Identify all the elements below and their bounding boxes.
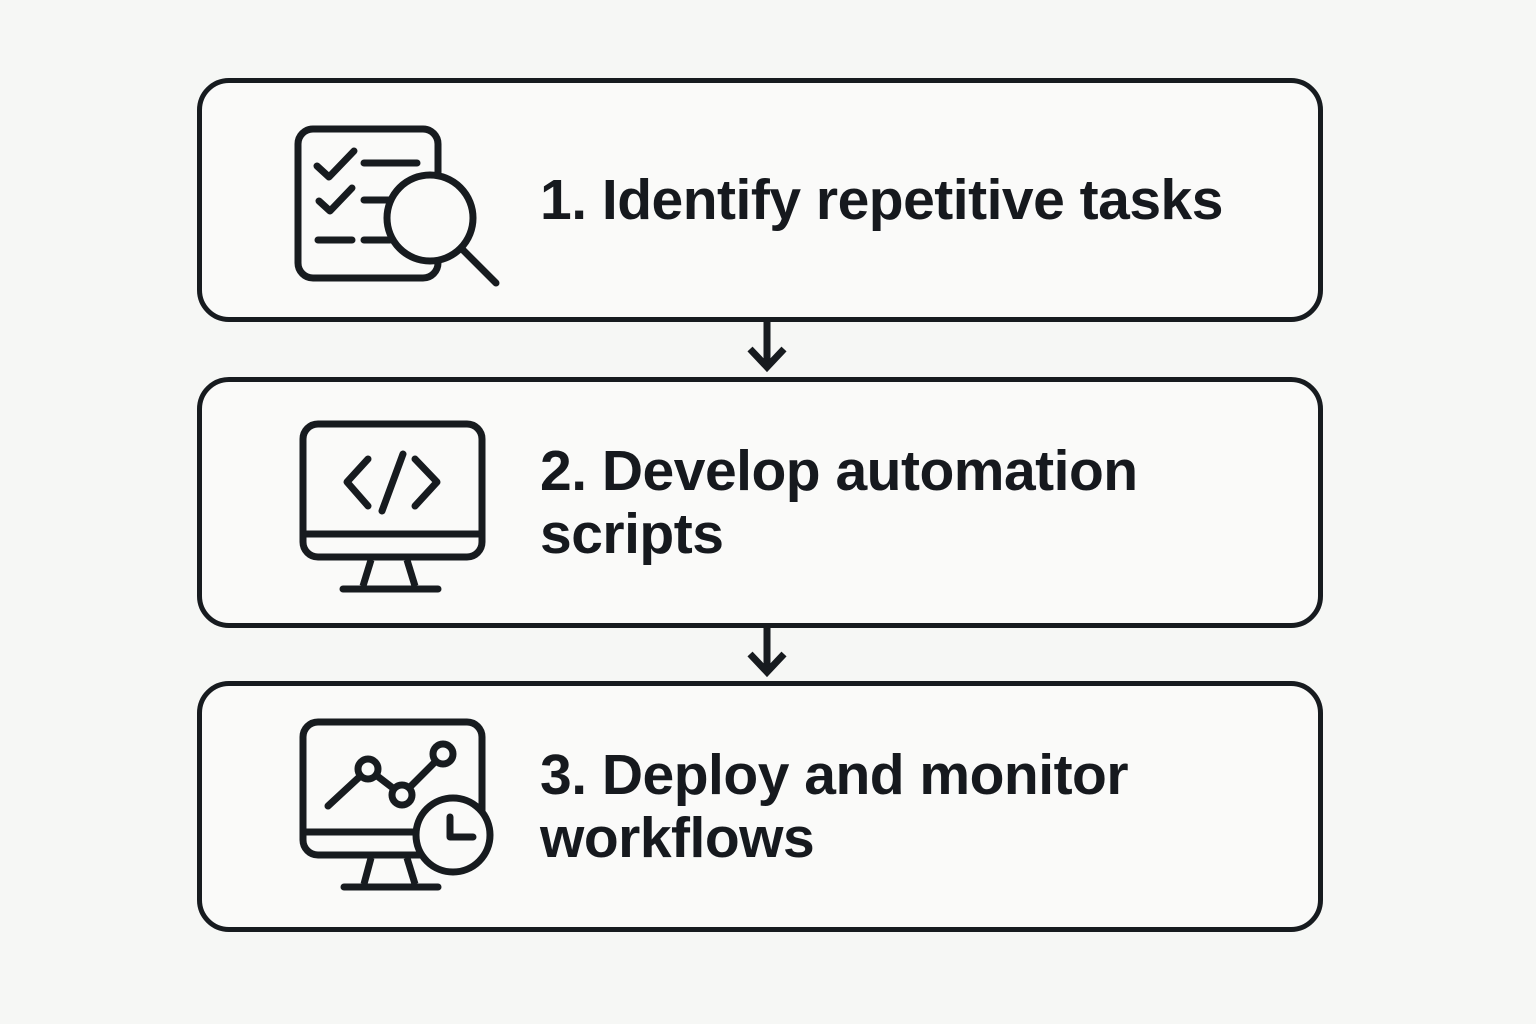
step-label-line: 2. Develop automation bbox=[540, 438, 1138, 503]
step-label-line: scripts bbox=[540, 501, 724, 566]
step-box-develop-scripts: 2. Develop automation scripts bbox=[197, 377, 1323, 628]
step-label-3: 3. Deploy and monitor workflows bbox=[540, 686, 1288, 927]
flow-arrow-down-2 bbox=[747, 626, 787, 678]
step-box-identify-tasks: 1. Identify repetitive tasks bbox=[197, 78, 1323, 322]
step-label-line: 3. Deploy and monitor bbox=[540, 742, 1129, 807]
step-label-2: 2. Develop automation scripts bbox=[540, 382, 1288, 623]
step-box-deploy-monitor: 3. Deploy and monitor workflows bbox=[197, 681, 1323, 932]
monitor-chart-clock-icon bbox=[299, 718, 494, 891]
flow-arrow-down-1 bbox=[747, 321, 787, 373]
step-label-line: 1. Identify repetitive tasks bbox=[540, 167, 1223, 232]
step-label-line: workflows bbox=[540, 805, 815, 870]
checklist-magnifier-icon bbox=[294, 125, 500, 287]
step-label-1: 1. Identify repetitive tasks bbox=[540, 83, 1288, 317]
code-monitor-icon bbox=[299, 420, 486, 593]
